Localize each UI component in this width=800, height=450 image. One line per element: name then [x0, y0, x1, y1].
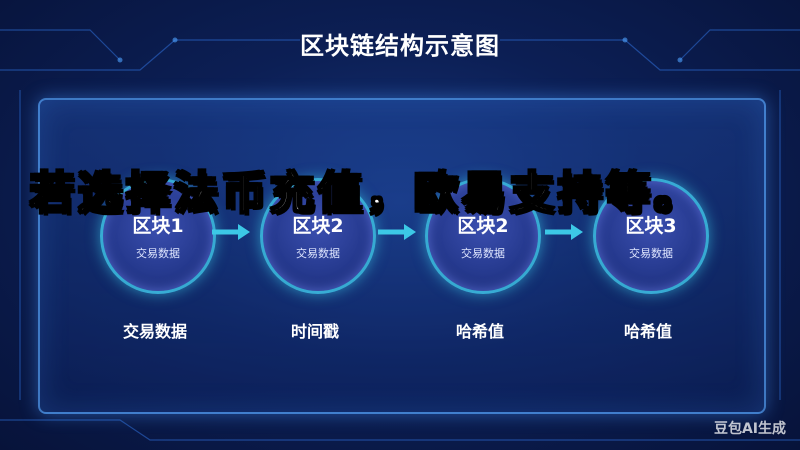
block-3-name: 区块2 — [457, 215, 509, 237]
block-3-sub: 交易数据 — [461, 247, 505, 260]
diagram-title: 区块链结构示意图 — [300, 32, 500, 60]
arrow-right-icon — [378, 224, 416, 240]
block-1: 区块1 交易数据 — [100, 178, 216, 294]
watermark: 豆包AI生成 — [713, 421, 786, 437]
block-4-caption: 哈希值 — [623, 322, 672, 341]
block-4: 区块3 交易数据 — [593, 178, 709, 294]
block-1-caption: 交易数据 — [122, 322, 187, 341]
block-2-caption: 时间戳 — [290, 322, 339, 341]
block-2: 区块2 交易数据 — [260, 178, 376, 294]
overlay-caption: 若选择法币充值，欧易支持等。 — [29, 167, 702, 220]
block-1-name: 区块1 — [132, 215, 184, 237]
block-3: 区块2 交易数据 — [425, 178, 541, 294]
arrow-right-icon — [545, 224, 583, 240]
block-1-sub: 交易数据 — [136, 247, 180, 260]
block-4-sub: 交易数据 — [629, 247, 673, 260]
block-3-caption: 哈希值 — [455, 322, 504, 341]
block-2-sub: 交易数据 — [296, 247, 340, 260]
block-2-name: 区块2 — [292, 215, 344, 237]
block-4-name: 区块3 — [625, 215, 677, 237]
arrow-right-icon — [212, 224, 250, 240]
